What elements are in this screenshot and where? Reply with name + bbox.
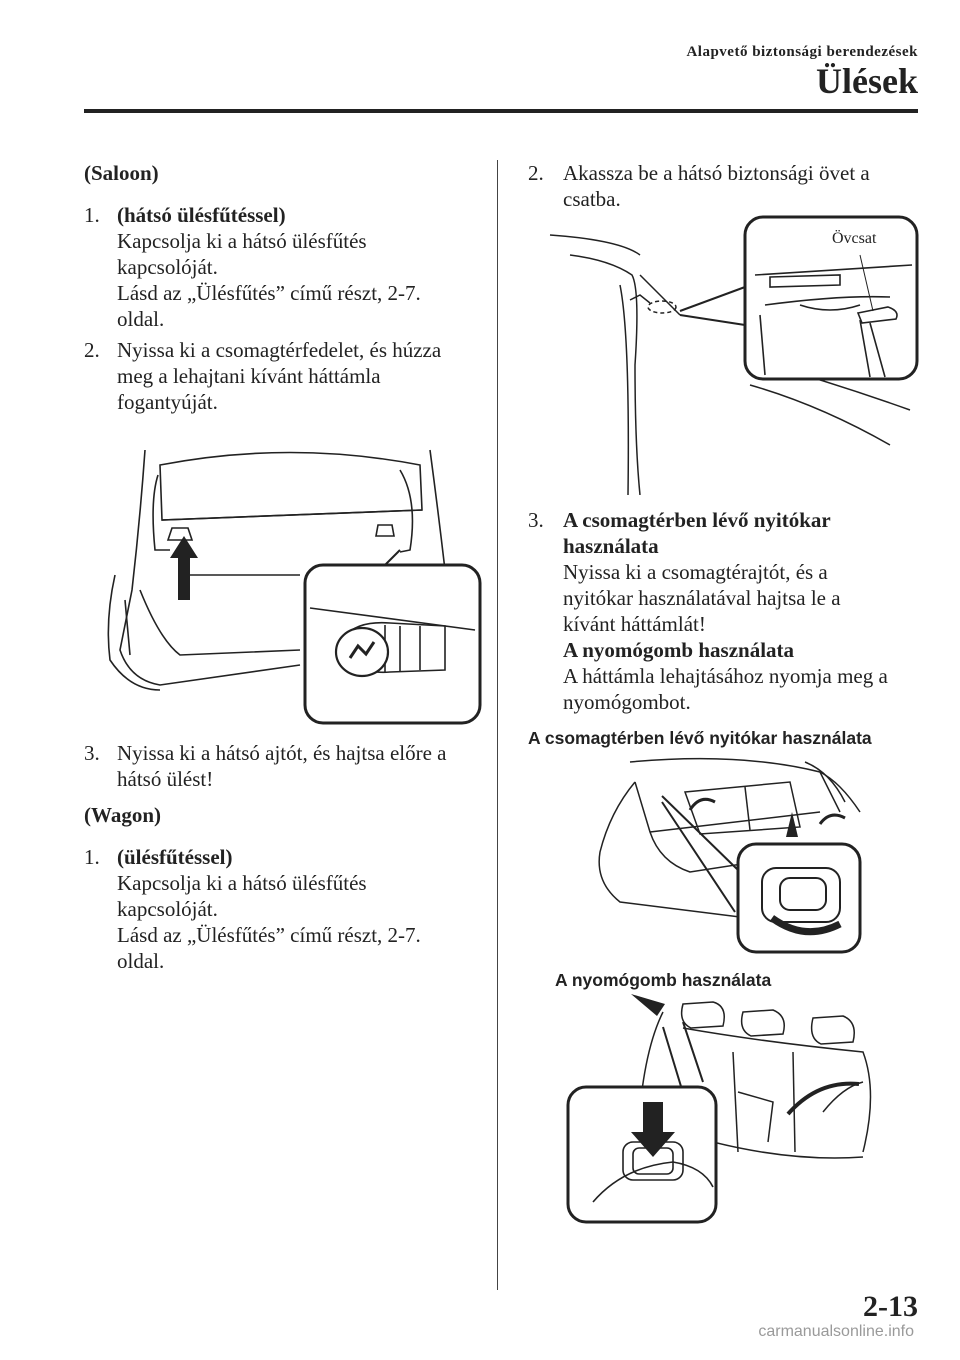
curved-arrow-icon bbox=[688, 797, 716, 811]
step-text: A háttámla lehajtásához nyomja meg a bbox=[563, 664, 888, 688]
step-text: kapcsolóját. bbox=[117, 255, 218, 279]
step-number: 3. bbox=[84, 741, 100, 765]
column-divider bbox=[497, 160, 498, 1290]
step-text: fogantyúját. bbox=[117, 390, 218, 414]
step-text: Lásd az „Ülésfűtés” című részt, 2-7. bbox=[117, 923, 421, 947]
figure-caption: A nyomógomb használata bbox=[555, 970, 772, 990]
step-text: hátsó ülést! bbox=[117, 767, 214, 791]
step-subtitle: A nyomógomb használata bbox=[563, 638, 795, 662]
step-text: kapcsolóját. bbox=[117, 897, 218, 921]
step-text: Nyissa ki a hátsó ajtót, és hajtsa előre… bbox=[117, 741, 447, 765]
step-content: (ülésfűtéssel) Kapcsolja ki a hátsó ülés… bbox=[117, 844, 421, 974]
step-text: nyomógombot. bbox=[563, 690, 691, 714]
curved-arrow-icon bbox=[818, 813, 846, 825]
saloon-heading: (Saloon) bbox=[84, 161, 159, 185]
figure-caption: A csomagtérben lévő nyitókar használata bbox=[528, 728, 872, 748]
watermark: carmanualsonline.info bbox=[758, 1323, 914, 1340]
step-text: Akassza be a hátsó biztonsági övet a bbox=[563, 161, 870, 185]
pull-arrow-icon bbox=[769, 915, 842, 936]
trunk-illustration bbox=[107, 449, 482, 725]
step-text: Nyissa ki a csomagtérfedelet, és húzza bbox=[117, 338, 442, 362]
step-content: Nyissa ki a csomagtérfedelet, és húzza m… bbox=[117, 337, 441, 415]
detail-callout bbox=[303, 563, 482, 725]
detail-callout bbox=[566, 1085, 718, 1224]
fold-arrow-icon bbox=[786, 1081, 860, 1116]
seat-button-illustration bbox=[566, 994, 872, 1224]
belt-buckle-illustration: Övcsat bbox=[549, 215, 919, 495]
step-text: nyitókar használatával hajtsa le a bbox=[563, 586, 841, 610]
step-content: Nyissa ki a hátsó ajtót, és hajtsa előre… bbox=[117, 740, 447, 792]
page-number: 2-13 bbox=[863, 1290, 918, 1323]
up-arrow-icon bbox=[170, 536, 198, 600]
step-number: 1. bbox=[84, 845, 100, 869]
step-number: 3. bbox=[528, 508, 544, 532]
step-number: 2. bbox=[84, 338, 100, 362]
wagon-heading: (Wagon) bbox=[84, 803, 162, 827]
step-content: Akassza be a hátsó biztonsági övet a csa… bbox=[563, 160, 870, 212]
callout-label: Övcsat bbox=[832, 229, 877, 247]
push-arrow-icon bbox=[631, 1102, 675, 1157]
step-title: (ülésfűtéssel) bbox=[117, 845, 233, 869]
step-text: kívánt háttámlát! bbox=[563, 612, 706, 636]
step-text: oldal. bbox=[117, 307, 165, 331]
step-number: 1. bbox=[84, 203, 100, 227]
step-text: Lásd az „Ülésfűtés” című részt, 2-7. bbox=[117, 281, 421, 305]
step-content: A csomagtérben lévő nyitókar használata … bbox=[563, 507, 888, 715]
header-rule bbox=[84, 109, 918, 113]
step-text: meg a lehajtani kívánt háttámla bbox=[117, 364, 381, 388]
step-title: A csomagtérben lévő nyitókar bbox=[563, 508, 831, 532]
step-title: (hátsó ülésfűtéssel) bbox=[117, 203, 286, 227]
section-header: Alapvető biztonsági berendezések bbox=[686, 44, 918, 60]
step-content: (hátsó ülésfűtéssel) Kapcsolja ki a háts… bbox=[117, 202, 421, 332]
step-title: használata bbox=[563, 534, 659, 558]
step-text: Nyissa ki a csomagtérajtót, és a bbox=[563, 560, 828, 584]
step-text: oldal. bbox=[117, 949, 165, 973]
step-text: csatba. bbox=[563, 187, 621, 211]
step-number: 2. bbox=[528, 161, 544, 185]
step-text: Kapcsolja ki a hátsó ülésfűtés bbox=[117, 871, 367, 895]
page-title: Ülések bbox=[816, 61, 918, 101]
step-text: Kapcsolja ki a hátsó ülésfűtés bbox=[117, 229, 367, 253]
cargo-lever-illustration bbox=[598, 757, 862, 954]
pointer-arrow-icon bbox=[631, 994, 665, 1016]
